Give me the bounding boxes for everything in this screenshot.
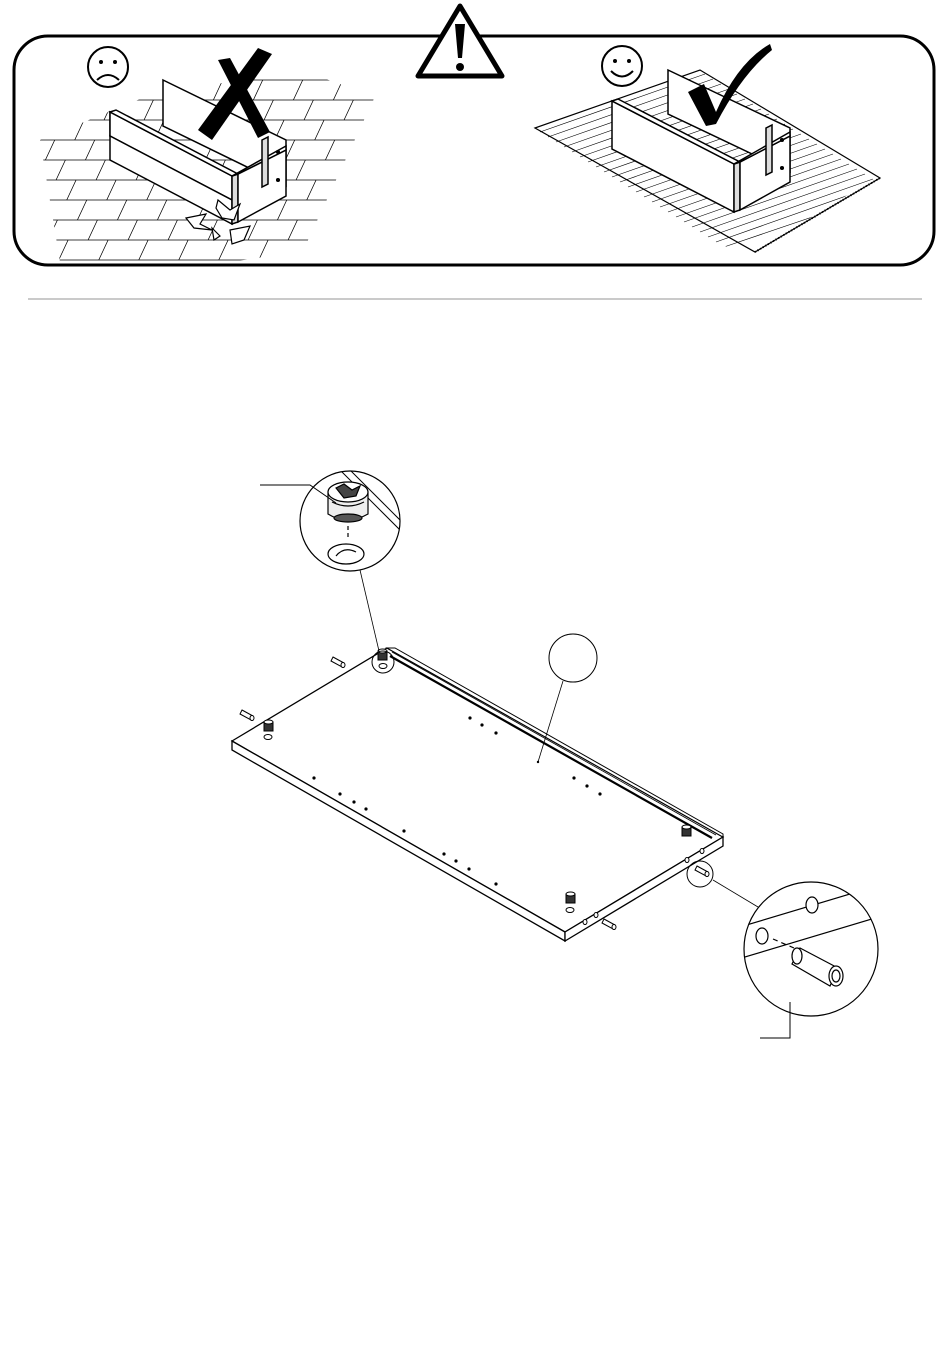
part-label-circle [549,634,597,682]
warning-banner [0,6,934,265]
happy-face-icon [602,46,642,86]
panel-board [232,648,723,941]
cam-lock-fitting [566,892,575,913]
cam-lock-fitting [682,825,691,836]
sad-face-icon [88,47,128,87]
cam-lock-fitting [264,720,273,740]
wooden-dowel [602,919,616,930]
wooden-dowel [240,710,254,721]
wooden-dowel [331,657,345,668]
assembly-step [232,425,885,1038]
cam-lock-detail [260,425,415,673]
wooden-dowel [695,866,709,877]
dowel-detail [687,861,885,1038]
